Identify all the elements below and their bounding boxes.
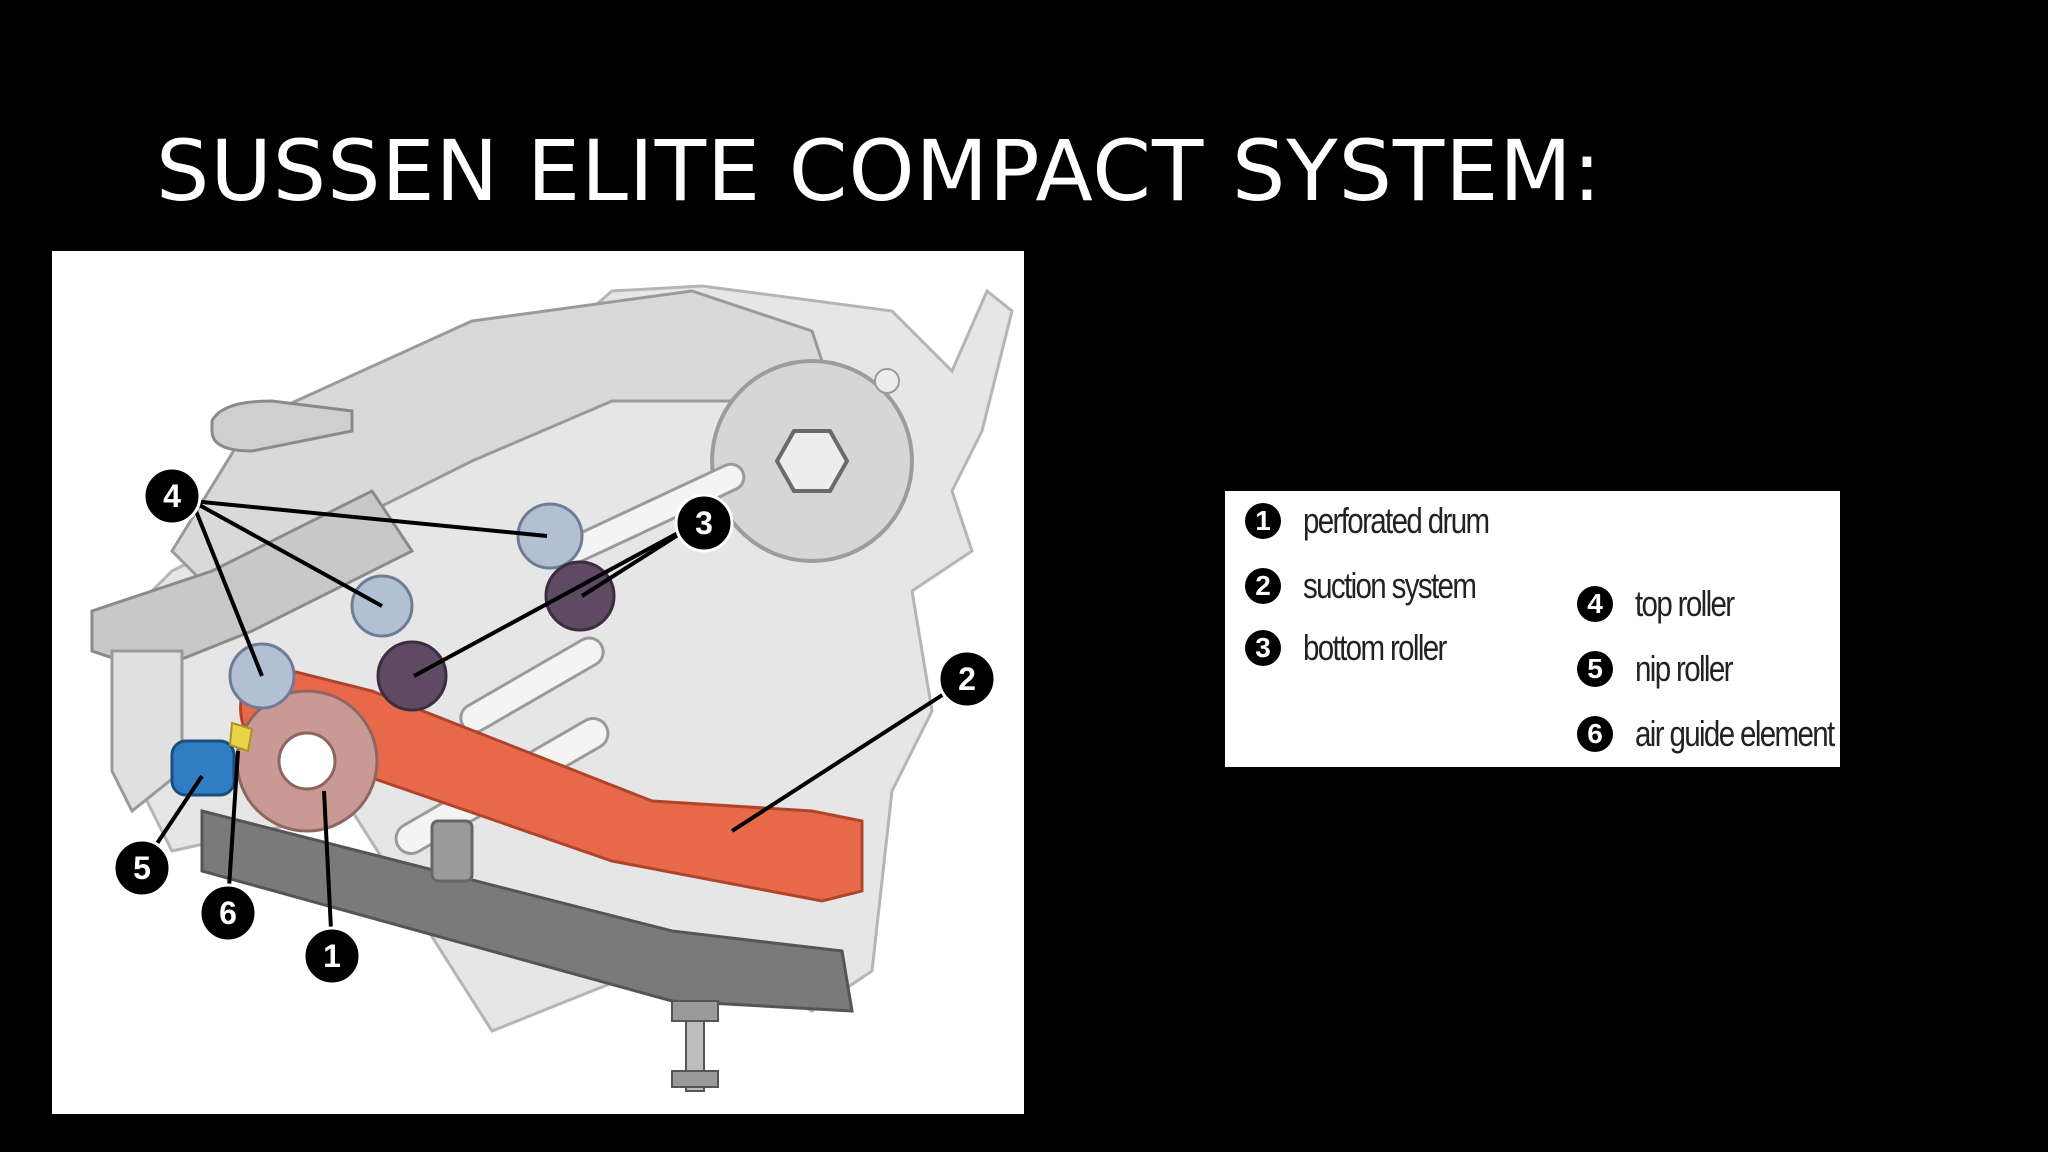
leader-lines	[142, 499, 966, 950]
callout-5: 5	[112, 838, 172, 898]
hex-nut	[774, 429, 850, 493]
nip-roller	[170, 739, 236, 797]
legend-item-air-guide-element: 6 air guide element	[1577, 712, 1877, 756]
svg-text:6: 6	[219, 895, 237, 931]
machine-diagram: 4 3 2 5 6 1	[52, 251, 1024, 1114]
legend-panel: 1 perforated drum 2 suction system 3 bot…	[1225, 491, 1840, 767]
bottom-roller-1	[376, 640, 448, 712]
legend-number: 3	[1245, 630, 1281, 666]
slot-4	[430, 819, 474, 883]
legend-item-top-roller: 4 top roller	[1577, 582, 1755, 626]
svg-text:1: 1	[323, 938, 341, 974]
bottom-bar	[200, 809, 854, 1013]
handle	[210, 399, 354, 453]
svg-text:4: 4	[163, 478, 181, 514]
legend-label: suction system	[1303, 565, 1477, 606]
slot-1	[459, 636, 605, 734]
legend-number: 4	[1577, 586, 1613, 622]
callout-1: 1	[302, 926, 362, 986]
left-bracket	[90, 489, 415, 673]
legend-label: air guide element	[1635, 713, 1835, 754]
legend-label: nip roller	[1635, 648, 1733, 689]
legend-item-suction-system: 2 suction system	[1245, 564, 1513, 608]
legend-label: top roller	[1635, 583, 1735, 624]
svg-text:3: 3	[695, 505, 713, 541]
svg-text:2: 2	[958, 661, 976, 697]
legend-item-bottom-roller: 3 bottom roller	[1245, 626, 1477, 670]
legend-number: 6	[1577, 716, 1613, 752]
diagram-svg: 4 3 2 5 6 1	[90, 284, 1014, 1092]
bolt-head	[671, 1000, 719, 1022]
legend-label: perforated drum	[1303, 500, 1490, 541]
legend-number: 5	[1577, 651, 1613, 687]
callout-4: 4	[142, 466, 202, 526]
legend-item-nip-roller: 5 nip roller	[1577, 647, 1753, 691]
legend-number: 2	[1245, 568, 1281, 604]
bolt-nut	[671, 1070, 719, 1088]
callout-6: 6	[198, 883, 258, 943]
svg-text:5: 5	[133, 850, 151, 886]
legend-label: bottom roller	[1303, 627, 1447, 668]
front-block	[110, 649, 184, 814]
top-roller-3	[516, 502, 584, 570]
callout-2: 2	[937, 649, 997, 709]
slide-title: SUSSEN ELITE COMPACT SYSTEM:	[156, 122, 1603, 220]
callout-3: 3	[674, 493, 734, 553]
legend-item-perforated-drum: 1 perforated drum	[1245, 499, 1529, 543]
drum-core	[277, 731, 337, 791]
small-pin	[874, 368, 900, 394]
legend-number: 1	[1245, 503, 1281, 539]
air-guide-element	[228, 721, 254, 753]
